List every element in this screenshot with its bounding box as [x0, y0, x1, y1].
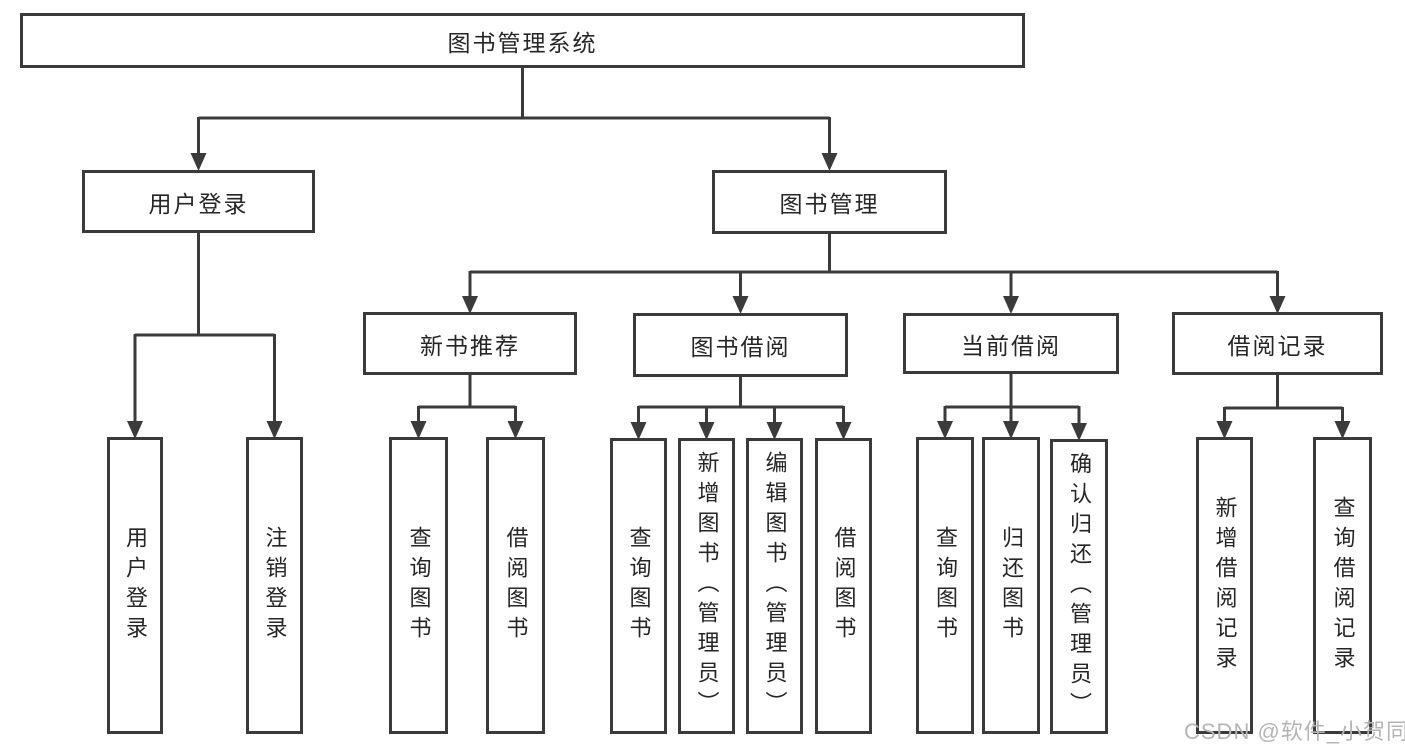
node-library-system: 图书管理系统 — [20, 13, 1025, 68]
leaf-query-book-3: 查询图书 — [916, 437, 974, 734]
node-current-borrow: 当前借阅 — [903, 313, 1119, 374]
node-book-borrow-label: 图书借阅 — [690, 334, 791, 360]
leaf-add-borrow-record: 新增借阅记录 — [1196, 437, 1253, 734]
connector-user-login-children — [127, 233, 283, 439]
node-user-login: 用户登录 — [82, 170, 315, 233]
connector-borrow-record-children — [1216, 375, 1351, 439]
leaf-query-borrow-record-label: 查询借阅记录 — [1330, 495, 1356, 676]
node-library-system-label: 图书管理系统 — [447, 29, 598, 56]
leaf-confirm-return-admin: 确认归还（管理员） — [1050, 439, 1108, 734]
leaf-query-book-2: 查询图书 — [610, 438, 667, 734]
leaf-borrow-book-1-label: 借阅图书 — [503, 525, 529, 646]
leaf-confirm-return-admin-label: 确认归还（管理员） — [1067, 451, 1092, 722]
node-book-management: 图书管理 — [712, 170, 947, 234]
leaf-return-book: 归还图书 — [982, 437, 1040, 734]
connector-current-borrow-children — [937, 374, 1087, 441]
leaf-user-login-label: 用户登录 — [123, 525, 148, 646]
node-borrow-record: 借阅记录 — [1172, 312, 1383, 375]
connector-book-borrow-children — [630, 377, 852, 440]
node-user-login-label: 用户登录 — [148, 190, 249, 217]
leaf-query-book-1: 查询图书 — [389, 437, 448, 734]
leaf-logout-label: 注销登录 — [262, 525, 288, 646]
node-book-borrow: 图书借阅 — [633, 313, 848, 377]
leaf-query-book-2-label: 查询图书 — [626, 526, 652, 646]
leaf-borrow-book-1: 借阅图书 — [486, 437, 545, 734]
leaf-borrow-book-2: 借阅图书 — [815, 438, 872, 734]
leaf-query-book-3-label: 查询图书 — [933, 525, 958, 646]
leaf-logout: 注销登录 — [246, 437, 303, 734]
leaf-query-book-1-label: 查询图书 — [406, 525, 432, 646]
leaf-query-borrow-record: 查询借阅记录 — [1313, 437, 1372, 734]
leaf-edit-book-admin: 编辑图书（管理员） — [746, 438, 803, 734]
leaf-edit-book-admin-label: 编辑图书（管理员） — [762, 451, 788, 721]
leaf-borrow-book-2-label: 借阅图书 — [831, 526, 857, 646]
node-current-borrow-label: 当前借阅 — [961, 332, 1061, 359]
leaf-user-login: 用户登录 — [107, 437, 163, 734]
node-book-management-label: 图书管理 — [779, 191, 880, 217]
node-new-book-recommend: 新书推荐 — [363, 312, 577, 375]
node-new-book-recommend-label: 新书推荐 — [420, 332, 520, 359]
leaf-add-book-admin: 新增图书（管理员） — [678, 438, 735, 734]
csdn-watermark: CSDN @软件_小贺同学 — [1184, 719, 1405, 744]
connector-book-management-children — [462, 234, 1286, 314]
connector-new-book-children — [410, 375, 524, 439]
leaf-return-book-label: 归还图书 — [999, 525, 1024, 646]
connector-root-to-level1 — [190, 68, 838, 171]
node-borrow-record-label: 借阅记录 — [1227, 332, 1328, 359]
leaf-add-book-admin-label: 新增图书（管理员） — [694, 451, 720, 721]
leaf-add-borrow-record-label: 新增借阅记录 — [1212, 495, 1238, 676]
